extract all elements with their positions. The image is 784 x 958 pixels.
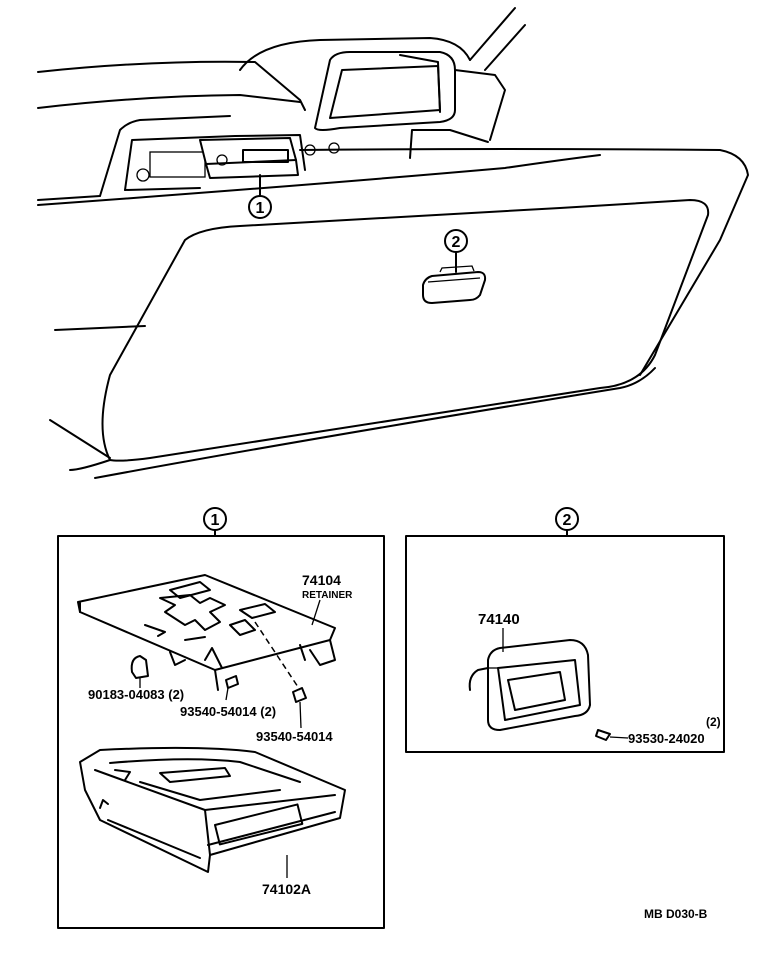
ashtray-in-dash — [199, 137, 299, 179]
tray-part-label: 74102A — [262, 881, 311, 897]
detail-box-1: 1 — [57, 507, 385, 929]
clip-drawing — [130, 655, 149, 688]
clip-part-label: 90183-04083 (2) — [88, 687, 184, 702]
callout-1-box-label: 1 — [211, 512, 220, 529]
box-1-frame — [57, 535, 385, 929]
screw-a-drawing — [225, 675, 239, 701]
screw-part-b-label: 93540-54014 — [256, 729, 333, 744]
callout-1-top: 1 — [248, 174, 272, 219]
screw-part-a-label: 93540-54014 (2) — [180, 704, 276, 719]
retainer-drawing — [77, 574, 336, 691]
callout-1-top-label: 1 — [256, 200, 265, 217]
handle-part-label: 74140 — [478, 611, 520, 628]
handle-screw-qty-label: (2) — [706, 715, 721, 729]
callout-2-box-label: 2 — [563, 512, 572, 529]
dashboard-assembly — [37, 7, 749, 479]
retainer-name-label: RETAINER — [302, 590, 353, 601]
screw-b-drawing — [292, 687, 307, 729]
handle-screw-part-label: 93530-24020 — [628, 731, 705, 746]
retainer-number-label: 74104 — [302, 572, 341, 588]
detail-box-2: 2 74140 (2) 93530-24020 — [405, 507, 725, 753]
box-2-frame — [405, 535, 725, 753]
callout-2-top-label: 2 — [452, 234, 461, 251]
handle-drawing — [468, 639, 591, 731]
handle-screw-drawing — [595, 729, 629, 741]
callout-2-top: 2 — [444, 229, 468, 273]
glove-box-door — [49, 199, 710, 479]
figure-code-label: MB D030-B — [644, 907, 708, 921]
tray-drawing — [79, 746, 346, 873]
glove-box-handle — [422, 265, 487, 304]
